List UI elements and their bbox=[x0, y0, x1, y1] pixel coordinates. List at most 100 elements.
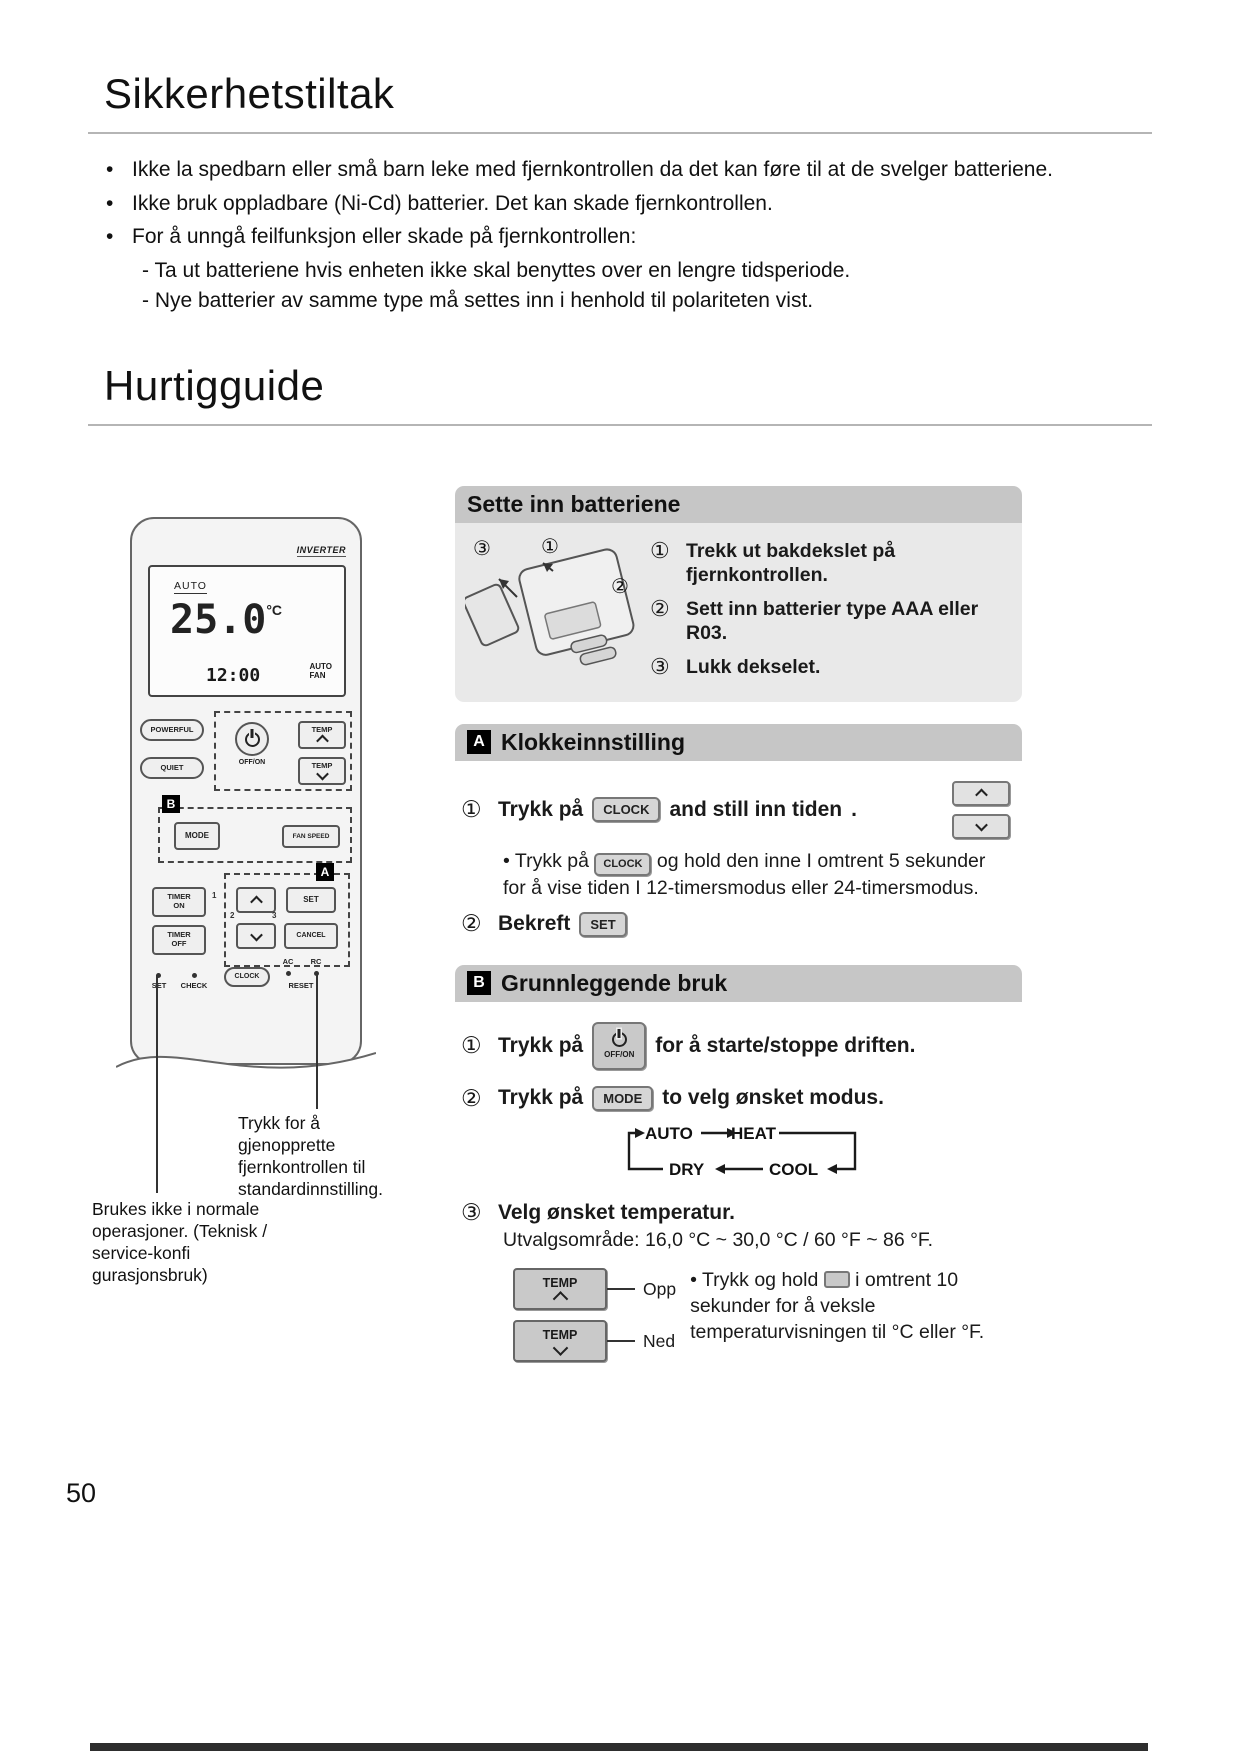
clock-step-2: ② Bekreft SET bbox=[461, 910, 1016, 937]
list-item: • Ikke la spedbarn eller små barn leke m… bbox=[106, 156, 1086, 184]
temperature-range: Utvalgsområde: 16,0 °C ~ 30,0 °C / 60 °F… bbox=[503, 1229, 934, 1252]
bullet-glyph: • bbox=[106, 158, 114, 181]
rc-label: RC bbox=[310, 957, 322, 966]
key-num-3: 3 bbox=[272, 911, 277, 920]
step-number: ② bbox=[650, 595, 670, 621]
temp-up-key: TEMP bbox=[513, 1268, 607, 1311]
display-status: AUTO FAN bbox=[309, 662, 332, 680]
display-temperature: 25.0°C bbox=[170, 597, 282, 643]
chevron-up-icon bbox=[974, 788, 988, 802]
status-auto: AUTO bbox=[309, 662, 332, 671]
step-number: ③ bbox=[461, 1199, 482, 1226]
basic-panel-header: B Grunnleggende bruk bbox=[455, 964, 1022, 1002]
temp-down-label: TEMP bbox=[311, 760, 333, 770]
remote-crop-wave bbox=[116, 1052, 376, 1101]
off-on-label: OFF/ON bbox=[238, 759, 266, 766]
display-mode: AUTO bbox=[174, 580, 207, 594]
safety-section: Sikkerhetstiltak • Ikke la spedbarn elle… bbox=[88, 70, 1152, 317]
marker-a: A bbox=[316, 863, 334, 881]
status-fan: FAN bbox=[309, 671, 326, 681]
remote-body: INVERTER AUTO 25.0°C 12:00 AUTO FAN POWE… bbox=[130, 517, 362, 1065]
up-arrow-button bbox=[236, 887, 276, 913]
clock-key: CLOCK bbox=[592, 797, 661, 823]
key-num-2: 2 bbox=[230, 911, 235, 920]
mode-button: MODE bbox=[174, 822, 220, 850]
clock-step-1: ① Trykk på CLOCK and still inn tiden . bbox=[461, 780, 1016, 839]
temp-unit-note: • Trykk og hold i omtrent 10 sekunder fo… bbox=[690, 1268, 1008, 1362]
note-text: Trykk på bbox=[514, 849, 589, 872]
ac-label: AC bbox=[282, 957, 294, 966]
up-label: Opp bbox=[643, 1278, 677, 1299]
clock-buttons-group bbox=[224, 873, 350, 967]
clock-button: CLOCK bbox=[224, 967, 270, 987]
temp-up-row: TEMP Opp bbox=[513, 1268, 677, 1311]
reset-label: RESET bbox=[288, 981, 314, 990]
basic-panel: B Grunnleggende bruk ① Trykk på OFF/ON f… bbox=[455, 964, 1022, 1369]
list-item: • Ikke bruk oppladbare (Ni-Cd) batterier… bbox=[106, 190, 1086, 218]
diagram-step-2: ② bbox=[611, 576, 629, 598]
step-number: ① bbox=[650, 538, 670, 563]
step-number: ③ bbox=[650, 653, 670, 679]
chevron-down-icon bbox=[249, 928, 263, 941]
set-button: SET bbox=[286, 887, 336, 913]
quick-guide-title: Hurtigguide bbox=[104, 362, 325, 409]
battery-step: ① Trekk ut bakdekslet på fjernkontrollen… bbox=[650, 538, 1014, 588]
bullet-glyph: • bbox=[690, 1269, 697, 1292]
bullet-glyph: • bbox=[503, 849, 510, 872]
temp-down-key: TEMP bbox=[513, 1320, 607, 1363]
basic-buttons-group: OFF/ON TEMP TEMP bbox=[214, 711, 352, 791]
basic-step-2: ② Trykk på MODE to velg ønsket modus. bbox=[461, 1084, 1016, 1111]
note-text: i omtrent 10 sekunder for å veksle tempe… bbox=[690, 1269, 985, 1344]
step-text: Bekreft bbox=[498, 912, 571, 936]
off-on-button: OFF/ON bbox=[228, 722, 276, 766]
list-item: - Nye batterier av samme type må settes … bbox=[142, 287, 1086, 315]
temp-key-label: TEMP bbox=[542, 1327, 578, 1342]
mode-key: MODE bbox=[592, 1085, 654, 1111]
remote-illustration: INVERTER AUTO 25.0°C 12:00 AUTO FAN POWE… bbox=[80, 505, 500, 1365]
step-text: Sett inn batterier type AAA eller R03. bbox=[686, 597, 979, 645]
temp-key-icon bbox=[823, 1271, 850, 1289]
step-text: Trykk på bbox=[498, 797, 584, 821]
chevron-up-icon bbox=[249, 895, 263, 908]
timer-on-button: TIMER ON bbox=[152, 887, 206, 917]
connector-line bbox=[607, 1340, 635, 1343]
note-text: og hold den inne I omtrent 5 sekunder fo… bbox=[503, 849, 986, 899]
basic-step-1: ① Trykk på OFF/ON for å starte/stoppe dr… bbox=[461, 1021, 1016, 1070]
bullet-text: Ikke la spedbarn eller små barn leke med… bbox=[132, 158, 1053, 181]
step-number: ② bbox=[461, 910, 482, 937]
basic-panel-body: ① Trykk på OFF/ON for å starte/stoppe dr… bbox=[455, 1002, 1022, 1369]
battery-panel-title: Sette inn batteriene bbox=[467, 491, 681, 517]
up-key bbox=[952, 780, 1010, 806]
step-number: ① bbox=[461, 1032, 482, 1059]
marker-b: B bbox=[162, 795, 180, 813]
connector-line bbox=[607, 1288, 635, 1291]
step-text: for å starte/stoppe driften. bbox=[655, 1033, 916, 1057]
down-key bbox=[952, 813, 1010, 839]
mode-dry: DRY bbox=[669, 1160, 705, 1179]
chevron-up-icon bbox=[315, 734, 329, 748]
step-text: . bbox=[851, 797, 857, 821]
step-number: ② bbox=[461, 1084, 482, 1111]
off-on-circle bbox=[235, 722, 269, 756]
set-indicator-dot bbox=[156, 973, 161, 978]
battery-step: ② Sett inn batterier type AAA eller R03. bbox=[650, 595, 1014, 646]
clock-key: CLOCK bbox=[594, 852, 652, 876]
list-item: • For å unngå feilfunksjon eller skade p… bbox=[106, 223, 1086, 251]
battery-panel-body: ③ ① ② ① Trekk ut bakdekslet på fjernkont… bbox=[455, 523, 1022, 702]
check-indicator-dot bbox=[192, 973, 197, 978]
step-text: Trykk på bbox=[498, 1033, 584, 1057]
brand-label: INVERTER bbox=[296, 545, 346, 557]
temp-down-row: TEMP Ned bbox=[513, 1320, 676, 1363]
bullet-glyph: • bbox=[106, 191, 114, 215]
temp-key-label: TEMP bbox=[542, 1275, 578, 1290]
battery-panel: Sette inn batteriene bbox=[455, 486, 1022, 702]
clock-panel: A Klokkeinnstilling ① Trykk på CLOCK and… bbox=[455, 723, 1022, 943]
up-down-keys bbox=[952, 780, 1010, 839]
reset-callout-text: Trykk for å gjenopprette fjernkontrollen… bbox=[238, 1113, 383, 1199]
mode-heat: HEAT bbox=[731, 1124, 777, 1143]
off-on-key-label: OFF/ON bbox=[604, 1050, 635, 1060]
mode-auto: AUTO bbox=[645, 1124, 693, 1143]
cancel-button: CANCEL bbox=[284, 923, 338, 949]
safety-title: Sikkerhetstiltak bbox=[104, 70, 395, 117]
